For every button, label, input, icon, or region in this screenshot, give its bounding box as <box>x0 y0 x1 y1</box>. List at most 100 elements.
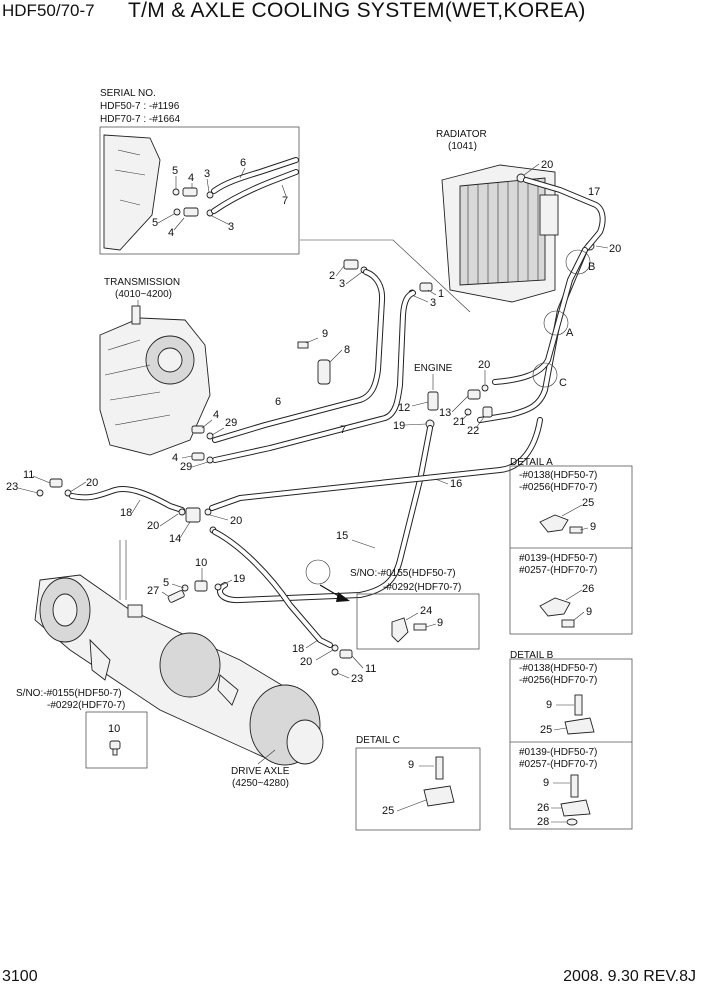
part-number-callout: 10 <box>195 557 207 569</box>
sno-right-frame <box>356 593 480 650</box>
part-number-callout: 20 <box>300 656 312 668</box>
part-number-callout: 12 <box>398 402 410 414</box>
transmission-dipstick <box>131 305 141 325</box>
lower-fittings-11-20-23 <box>331 644 353 676</box>
part-number-callout: 9 <box>543 777 549 789</box>
part-number-callout: 20 <box>147 520 159 532</box>
part-number-callout: 29 <box>180 461 192 473</box>
part-number-callout: 2 <box>329 270 335 282</box>
radiator-code: (1041) <box>448 141 477 152</box>
part-number-callout: 24 <box>420 605 432 617</box>
tee-14 <box>178 507 217 534</box>
revision-date: 2008. 9.30 REV.8J <box>563 968 696 985</box>
part-number-callout: 9 <box>437 617 443 629</box>
part-number-callout: 9 <box>586 606 592 618</box>
part-number-callout: 5 <box>172 165 178 177</box>
detail-a-frame <box>509 465 633 635</box>
sno-arrow <box>336 592 350 602</box>
part-number-callout: 20 <box>86 477 98 489</box>
callout-a <box>543 310 569 336</box>
part-number-callout: 23 <box>6 481 18 493</box>
detail-a-title: DETAIL A <box>510 457 553 468</box>
detail-b-bolt-2 <box>570 774 579 798</box>
part-number-callout: 28 <box>537 816 549 828</box>
part-number-callout: 14 <box>169 533 181 545</box>
sno-left-box: S/NO:-#0155(HDF50-7) -#0292(HDF70-7) 10 <box>16 688 148 769</box>
part-number-callout: 26 <box>582 583 594 595</box>
hose-18-lower <box>212 529 333 648</box>
part-number-callout: 11 <box>23 469 34 481</box>
part-number-callout: 23 <box>351 673 363 685</box>
sno-left-frame <box>85 711 148 769</box>
part-number-callout: 18 <box>120 507 132 519</box>
page-title: T/M & AXLE COOLING SYSTEM(WET,KOREA) <box>128 0 586 22</box>
part-number-callout: 1 <box>438 288 444 300</box>
part-number-callout: 9 <box>408 759 414 771</box>
clamp-8 <box>297 341 331 385</box>
transmission-label: TRANSMISSION <box>104 277 180 288</box>
part-number-callout: 3 <box>204 168 210 180</box>
part-number-callout: 20 <box>609 243 621 255</box>
part-number-callout: 25 <box>582 497 594 509</box>
part-number-callout: 26 <box>537 802 549 814</box>
detail-b-title: DETAIL B <box>510 650 554 661</box>
serial-line-2: HDF70-7 : -#1664 <box>100 114 180 125</box>
part-number-callout: 11 <box>365 663 376 675</box>
detail-a: DETAIL A -#0138(HDF50-7) -#0256(HDF70-7)… <box>509 457 633 635</box>
part-number-callout: 4 <box>168 227 174 239</box>
transmission: TRANSMISSION (4010~4200) <box>99 277 211 456</box>
transmission-fittings <box>191 425 214 464</box>
part-number-callout: 25 <box>382 805 394 817</box>
part-number-callout: 6 <box>240 157 246 169</box>
callout-c-letter: C <box>559 377 567 389</box>
part-number-callout: 19 <box>233 573 245 585</box>
page-number: 3100 <box>2 968 38 985</box>
detail-c-title: DETAIL C <box>356 735 400 746</box>
radiator-core <box>459 177 546 286</box>
inset-fittings <box>172 187 214 217</box>
detail-b: DETAIL B -#0138(HDF50-7) -#0256(HDF70-7)… <box>509 650 633 830</box>
projection-line <box>300 239 471 313</box>
callout-a-letter: A <box>566 327 574 339</box>
part-number-callout: 4 <box>213 409 219 421</box>
differential <box>159 632 221 698</box>
drive-axle-label: DRIVE AXLE <box>231 766 290 777</box>
part-number-callout: 3 <box>228 221 234 233</box>
part-number-callout: 9 <box>546 699 552 711</box>
detail-a2-line2: #0257-(HDF70-7) <box>519 565 597 576</box>
part-number-callout: 29 <box>225 417 237 429</box>
detail-c-frame <box>355 747 481 831</box>
part-number-callout: 5 <box>163 577 169 589</box>
detail-b2-line2: #0257-(HDF70-7) <box>519 759 597 770</box>
sno-right-line1: S/NO:-#0155(HDF50-7) <box>350 568 456 579</box>
left-fittings-11-20-23 <box>36 478 72 497</box>
serial-title: SERIAL NO. <box>100 88 156 99</box>
sno-left-line1: S/NO:-#0155(HDF50-7) <box>16 688 122 699</box>
detail-b-bolt-1 <box>574 694 583 716</box>
part-number-callout: 9 <box>590 521 596 533</box>
part-number-callout: 10 <box>108 723 120 735</box>
serial-line-1: HDF50-7 : -#1196 <box>100 101 180 112</box>
transmission-code: (4010~4200) <box>115 289 172 300</box>
detail-b1-line1: -#0138(HDF50-7) <box>519 663 597 674</box>
part-number-callout: 8 <box>344 344 350 356</box>
sno-callout-circle <box>305 559 331 585</box>
part-number-callout: 4 <box>188 172 194 184</box>
part-number-callout: 5 <box>152 217 158 229</box>
engine-label: ENGINE <box>414 363 453 374</box>
detail-c-bolt <box>435 756 444 780</box>
drive-axle-code: (4250~4280) <box>232 778 289 789</box>
part-number-callout: 3 <box>430 297 436 309</box>
part-number-callout: 13 <box>439 407 451 419</box>
part-number-callout: 16 <box>450 478 462 490</box>
part-number-callout: 20 <box>478 359 490 371</box>
detail-b-frame <box>509 658 633 830</box>
top-fittings <box>343 259 433 297</box>
part-number-callout: 22 <box>467 425 479 437</box>
sno-right-box: S/NO:-#0155(HDF50-7) -#0292(HDF70-7) 24 … <box>350 568 480 650</box>
part-number-callout: 7 <box>340 424 346 436</box>
detail-b1-line2: -#0256(HDF70-7) <box>519 675 597 686</box>
inset-transmission <box>103 134 161 251</box>
callout-b <box>565 249 591 275</box>
